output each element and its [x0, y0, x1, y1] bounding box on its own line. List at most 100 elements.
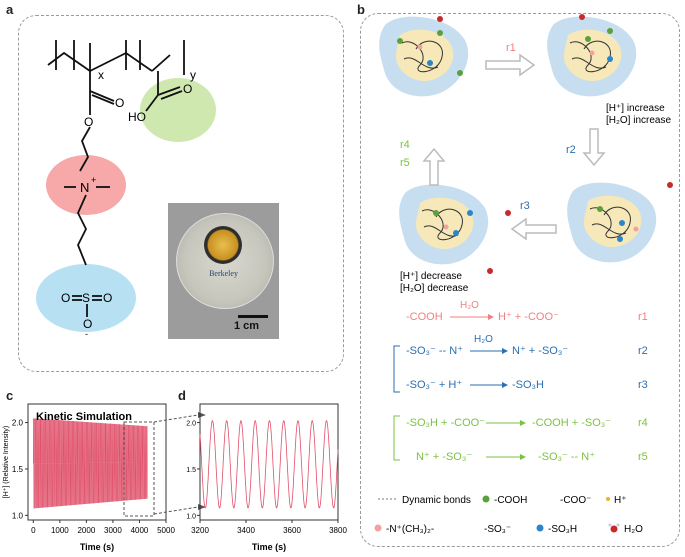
- chart-d-xtick-label: 3600: [283, 526, 301, 535]
- chart-c-xtick-label: 0: [31, 526, 36, 535]
- chart-c-title: Kinetic Simulation: [36, 411, 132, 423]
- chart-d-ytick-label: 1.0: [186, 513, 196, 520]
- legend-so3: -SO₃⁻: [484, 524, 511, 535]
- chart-c-ylabel: [H⁺] (Relative Intensity): [3, 426, 10, 499]
- r5-product: -SO₃⁻ -- N⁺: [538, 451, 595, 463]
- r1-product: H⁺ + -COO⁻: [498, 311, 559, 323]
- state-1-network: [378, 16, 469, 97]
- legend-nme: -N⁺(CH₃)₂-: [386, 524, 434, 535]
- panel-label-c: c: [6, 388, 14, 403]
- chart-c-xtick-label: 4000: [131, 526, 149, 535]
- y-subscript: y: [190, 68, 196, 82]
- reaction-r1: -COOH H₂O H⁺ + -COO⁻ r1: [406, 300, 648, 323]
- reaction-r2: -SO₃⁻ -- N⁺ H₂O N⁺ + -SO₃⁻ r2: [406, 334, 648, 357]
- x-subscript: x: [98, 68, 104, 82]
- sulfonate-oxygen-2: O: [103, 291, 112, 305]
- chart-c-xtick-label: 5000: [157, 526, 175, 535]
- sulfonate-sulfur: S: [82, 291, 90, 305]
- chart-d-plot: [199, 420, 339, 509]
- so3h-icon: [536, 524, 544, 532]
- reaction-equations: -COOH H₂O H⁺ + -COO⁻ r1 -SO₃⁻ -- N⁺ H₂O …: [393, 300, 648, 463]
- chart-c-series-line: [33, 418, 148, 510]
- nme-icon: [374, 524, 382, 532]
- panel-label-d: d: [178, 388, 186, 403]
- legend-dynamic-bonds: Dynamic bonds: [402, 495, 471, 506]
- cycle-r5-label: r5: [400, 157, 410, 169]
- ammonium-nitrogen: N: [80, 180, 89, 195]
- scale-bar: [238, 315, 268, 318]
- h2o-increase-text: [H₂O] increase: [606, 115, 671, 126]
- bracket-r4-r5: [393, 415, 400, 461]
- r4-reactant: -SO₃H + -COO⁻: [406, 417, 485, 429]
- chart-c-xtick-label: 1000: [51, 526, 69, 535]
- h-decrease-text: [H⁺] decrease: [400, 271, 462, 282]
- sample-photo: Berkeley 1 cm: [168, 203, 279, 339]
- chart-c-ytick-label: 1.5: [12, 465, 24, 474]
- chart-c-ytick-label: 1.0: [12, 511, 24, 520]
- legend: Dynamic bonds -COOH -COO⁻ H⁺ -N⁺(CH₃)₂- …: [374, 495, 643, 535]
- legend-h2o: H₂O: [624, 524, 643, 535]
- r4-tag: r4: [638, 417, 648, 429]
- so3-icon: [471, 524, 478, 533]
- state-4-network: [398, 184, 489, 265]
- chart-c-plot: [33, 418, 148, 510]
- berkeley-seal-icon: [204, 226, 242, 264]
- r3-tag: r3: [638, 379, 648, 391]
- cycle-r4-label: r4: [400, 139, 410, 151]
- h-ion-icon: [606, 497, 610, 501]
- reaction-r3: -SO₃⁻ + H⁺ -SO₃H r3: [406, 379, 648, 391]
- ester-oxygen: O: [115, 96, 124, 110]
- chart-d-series-line: [199, 420, 339, 509]
- chart-c-frame: [27, 403, 167, 521]
- chart-c-ytick-label: 2.0: [12, 419, 24, 428]
- r2-tag: r2: [638, 345, 648, 357]
- cycle-r1-label: r1: [506, 42, 516, 54]
- acid-oxygen: O: [183, 82, 192, 96]
- sulfonate-oxygen-3: O: [83, 317, 92, 331]
- h-increase-text: [H⁺] increase: [606, 103, 665, 114]
- r2-product: N⁺ + -SO₃⁻: [512, 345, 568, 357]
- cycle-r2-label: r2: [566, 144, 576, 156]
- chart-d-frame: [199, 403, 339, 521]
- sulfonate-highlight: [36, 264, 136, 332]
- sulfonate-charge: -: [85, 329, 88, 339]
- bracket-r2-r3: [393, 345, 400, 393]
- panel-a-frame: [18, 15, 344, 372]
- chart-c-xtick-label: 3000: [104, 526, 122, 535]
- water-icon: [610, 525, 618, 533]
- chart-c-xtick-label: 2000: [77, 526, 95, 535]
- r3-product: -SO₃H: [512, 379, 544, 391]
- r5-tag: r5: [638, 451, 648, 463]
- zoom-region: [123, 421, 155, 517]
- panel-label-a: a: [6, 2, 14, 17]
- legend-h: H⁺: [614, 495, 627, 506]
- reaction-r4: -SO₃H + -COO⁻ -COOH + -SO₃⁻ r4: [406, 417, 648, 429]
- photo-caption: Berkeley: [209, 269, 238, 278]
- cycle-r3-label: r3: [520, 200, 530, 212]
- r2-reactant: -SO₃⁻ -- N⁺: [406, 345, 463, 357]
- reaction-cycle: r1 r2 r3 r4 r5 [H⁺] increase [H₂O] incre…: [378, 14, 673, 294]
- coo-icon: [547, 495, 554, 504]
- r2-condition: H₂O: [474, 334, 493, 345]
- chart-d-xtick-label: 3400: [237, 526, 255, 535]
- chart-c-xlabel: Time (s): [80, 542, 114, 552]
- h2o-decrease-text: [H₂O] decrease: [400, 283, 469, 294]
- ammonium-charge: +: [91, 175, 96, 185]
- chart-d-xlabel: Time (s): [252, 542, 286, 552]
- r5-reactant: N⁺ + -SO₃⁻: [416, 451, 472, 463]
- chart-d-ytick-label: 2.0: [186, 421, 196, 428]
- chart-d-xtick-label: 3200: [191, 526, 209, 535]
- cooh-icon: [482, 495, 490, 503]
- acid-hydroxyl: HO: [128, 110, 146, 124]
- legend-cooh: -COOH: [494, 495, 527, 506]
- sulfonate-oxygen-1: O: [61, 291, 70, 305]
- scale-label: 1 cm: [234, 320, 260, 332]
- ester-oxygen-2: O: [84, 115, 93, 129]
- r4-product: -COOH + -SO₃⁻: [532, 417, 611, 429]
- r1-tag: r1: [638, 311, 648, 323]
- legend-so3h: -SO₃H: [548, 524, 577, 535]
- r3-reactant: -SO₃⁻ + H⁺: [406, 379, 462, 391]
- chart-c: Kinetic Simulation 0 1000 2000 3000 4000 5000…: [3, 403, 175, 552]
- state-2-network: [546, 16, 637, 97]
